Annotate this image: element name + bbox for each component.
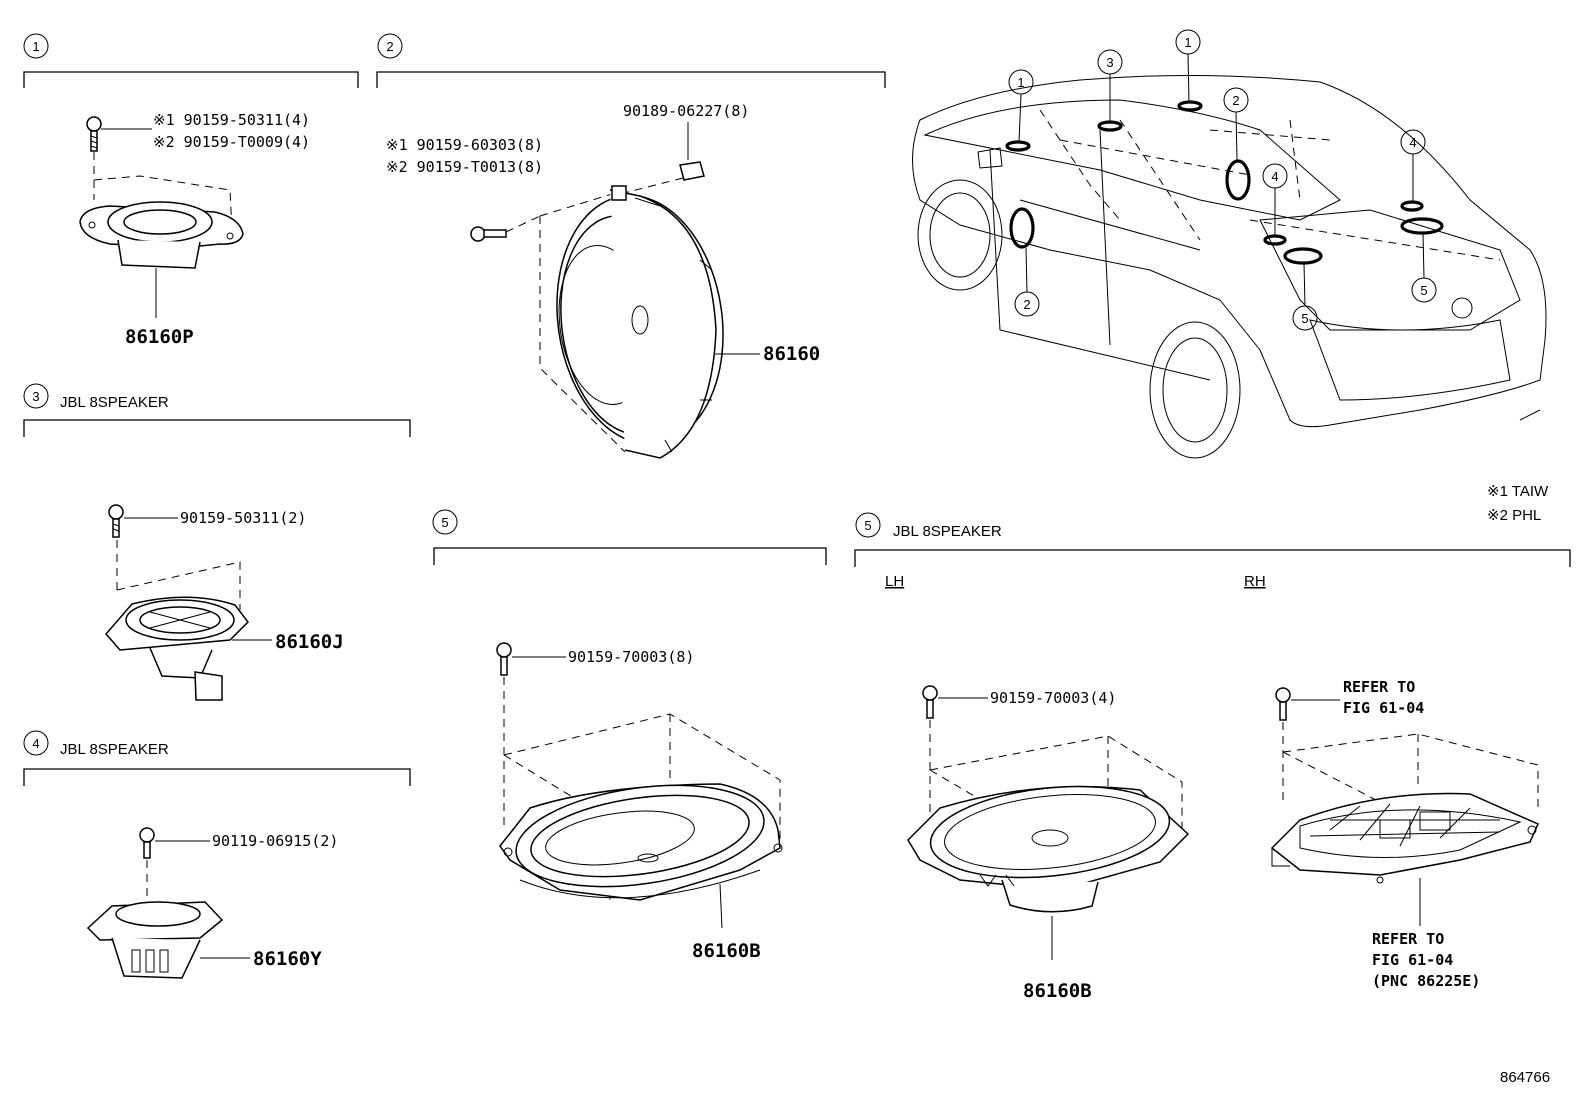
g2-screw-b: ※2 90159-T0013(8) [386,158,543,176]
group-bracket [23,419,411,437]
g1-part-number: 86160P [125,326,194,348]
clip-nut-icon [679,161,705,181]
legend-note-2: ※2 PHL [1487,507,1541,524]
screw-icon [108,504,124,538]
tweeter-speaker-icon [105,596,249,701]
screw-icon [139,827,155,859]
lh-screw: 90159-70003(4) [990,689,1116,707]
rh-speaker-cover-icon [1270,792,1539,884]
callout-2: 2 [386,39,393,54]
screw-icon [470,226,507,242]
car-callout-1b: 1 [1184,35,1191,50]
car-callout-2b: 2 [1023,297,1030,312]
rh-part-ref-2: FIG 61-04 [1372,951,1453,969]
g4-caption: JBL 8SPEAKER [60,741,169,758]
car-callout-4a: 4 [1271,169,1278,184]
mount-guide [93,152,233,231]
g5-screw: 90159-70003(8) [568,648,694,666]
callout-3: 3 [32,389,39,404]
screw-icon [922,685,938,719]
g2-clip: 90189-06227(8) [623,102,749,120]
vehicle-overview: 1 3 1 2 2 4 4 5 5 [912,29,1547,459]
g5jbl-caption: JBL 8SPEAKER [893,523,1002,540]
g3-caption: JBL 8SPEAKER [60,394,169,411]
screw-icon [496,642,512,676]
callout-circle [23,383,49,409]
mount-guide [929,720,1183,890]
door-speaker-icon [556,185,724,459]
g1-screw-b: ※2 90159-T0009(4) [153,133,310,151]
callout-circle [23,33,49,59]
g1-screw-a: ※1 90159-50311(4) [153,111,310,129]
oval-speaker-icon [907,785,1190,913]
group-bracket [376,71,886,88]
mount-guide [1282,722,1539,860]
screw-icon [1275,687,1291,721]
group-5: 5 90159-70003(8) 86160B [432,509,827,962]
legend-note-1: ※1 TAIW [1487,483,1549,500]
rh-part-ref-1: REFER TO [1372,930,1444,948]
car-callout-2a: 2 [1232,93,1239,108]
car-callout-5b: 5 [1420,283,1427,298]
group-3: 3 JBL 8SPEAKER 90159-50311(2) 86160J [23,383,411,701]
oval-speaker-icon [499,783,783,901]
car-callout-3: 3 [1106,55,1113,70]
callout-4: 4 [32,736,39,751]
group-4: 4 JBL 8SPEAKER 90119-06915(2) 86160Y [23,730,411,979]
screw-icon [86,116,102,152]
g3-screw: 90159-50311(2) [180,509,306,527]
g4-part-number: 86160Y [253,948,322,970]
tweeter-speaker-icon [86,901,224,979]
group-5-jbl: 5 JBL 8SPEAKER LH RH 90159-70003(4) 8616… [854,512,1571,1002]
diagram-id: 864766 [1500,1069,1550,1086]
g3-part-number: 86160J [275,631,344,653]
callout-circle [432,509,458,535]
callout-circle [23,730,49,756]
group-1: 1 ※1 90159-50311(4) ※2 90159-T0009(4) 86… [23,33,359,348]
callout-circle [855,512,881,538]
car-callout-4b: 4 [1409,135,1416,150]
mount-guide [505,193,626,453]
tweeter-speaker-icon [79,201,244,269]
g2-screw-a: ※1 90159-60303(8) [386,136,543,154]
g4-screw: 90119-06915(2) [212,832,338,850]
g5-part-number: 86160B [692,940,761,962]
lh-label: LH [885,573,904,590]
mount-guide [503,677,781,900]
group-bracket [23,71,359,88]
car-callouts: 1 3 1 2 2 4 4 5 5 [1008,29,1437,331]
lh-part-number: 86160B [1023,980,1092,1002]
group-bracket [23,768,411,786]
rh-screw-ref-1: REFER TO [1343,678,1415,696]
car-callout-1a: 1 [1017,75,1024,90]
g2-part-number: 86160 [763,343,820,365]
speaker-location-markers [1005,100,1444,265]
rh-label: RH [1244,573,1266,590]
group-bracket [854,549,1571,567]
car-body-icon [912,74,1547,459]
car-callout-5a: 5 [1301,311,1308,326]
callout-1: 1 [32,39,39,54]
group-2: 2 90189-06227(8) ※1 90159-60303(8) ※2 90… [376,33,886,459]
callout-5: 5 [441,515,448,530]
group-bracket [433,547,827,565]
callout-5-jbl: 5 [864,518,871,533]
rh-screw-ref-2: FIG 61-04 [1343,699,1424,717]
mount-guide [116,540,241,610]
leader-line [719,883,723,929]
callout-circle [377,33,403,59]
rh-part-ref-3: (PNC 86225E) [1372,972,1480,990]
